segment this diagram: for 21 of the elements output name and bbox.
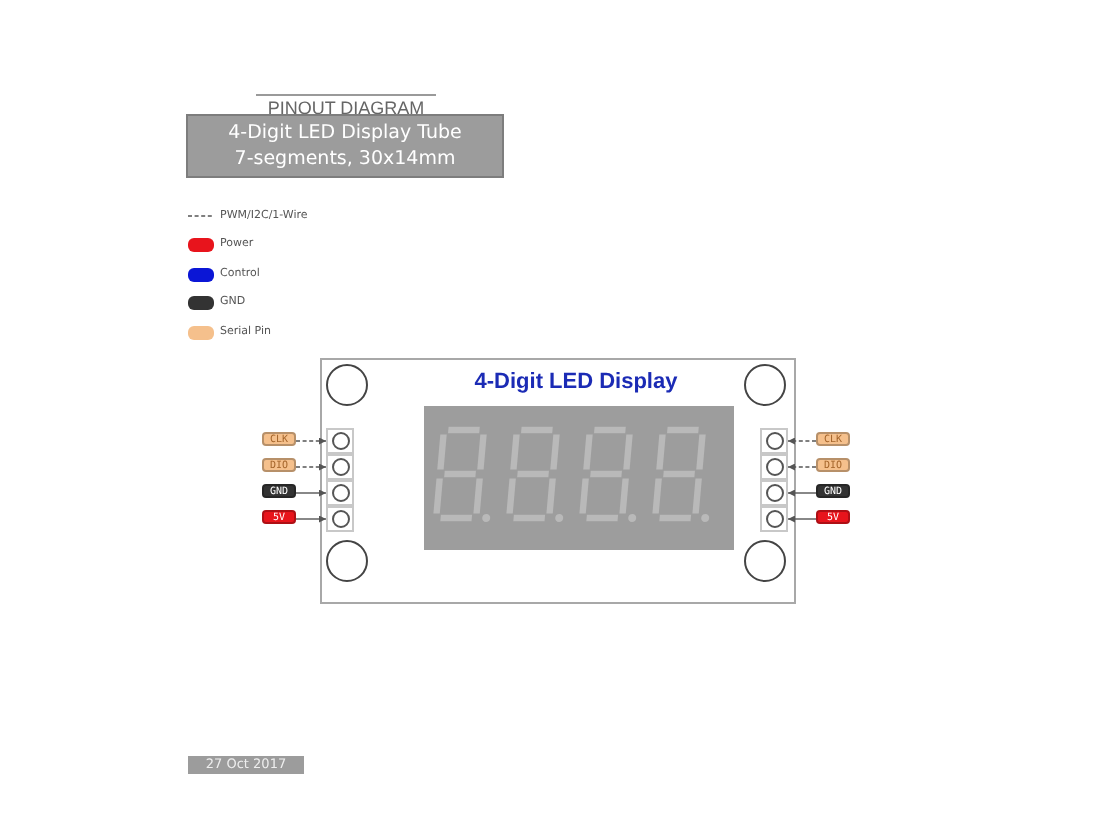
- module-specs: 7-segments, 30x14mm: [234, 146, 456, 172]
- header-pin: [760, 454, 788, 480]
- header-pin: [326, 428, 354, 454]
- arrow: [295, 515, 327, 523]
- module-name: 4-Digit LED Display Tube: [228, 120, 462, 146]
- board-title: 4-Digit LED Display: [474, 370, 678, 396]
- arrow: [787, 515, 817, 523]
- arrow: [295, 463, 327, 471]
- header-pin: [760, 428, 788, 454]
- arrow: [787, 463, 817, 471]
- arrow: [295, 437, 327, 445]
- arrow: [787, 489, 817, 497]
- header-pin: [760, 506, 788, 532]
- module-board: [320, 358, 796, 604]
- title-banner: [186, 114, 504, 178]
- arrow: [295, 489, 327, 497]
- header-pin: [760, 480, 788, 506]
- header-pin: [326, 480, 354, 506]
- header-pin: [326, 506, 354, 532]
- arrow: [787, 437, 817, 445]
- header-pin: [326, 454, 354, 480]
